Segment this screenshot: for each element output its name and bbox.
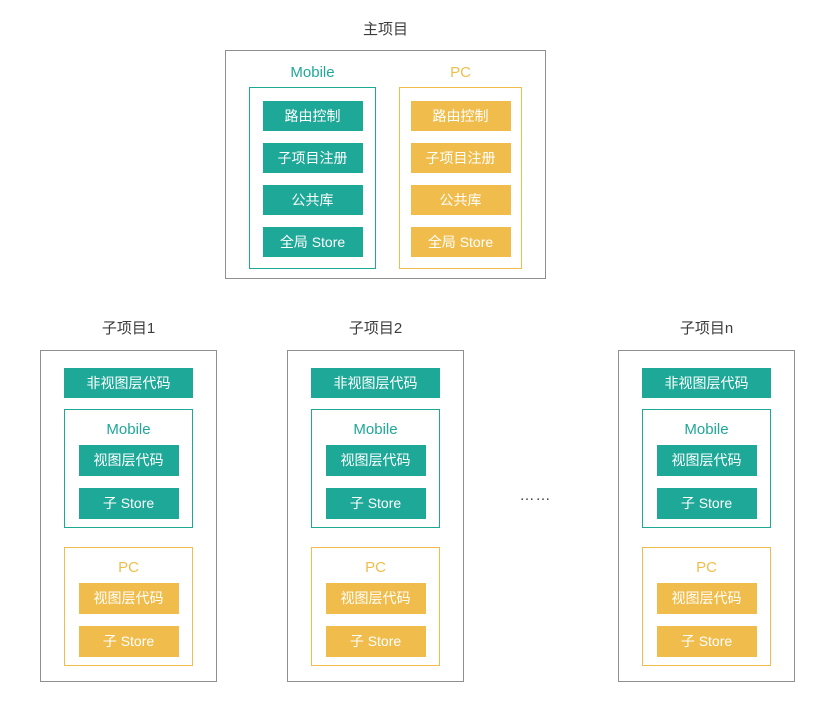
badge-common-library: 公共库	[262, 185, 363, 215]
subproject-1-box: 非视图层代码 Mobile 视图层代码 子 Store PC 视图层代码 子 S…	[40, 350, 217, 682]
main-mobile-label: Mobile	[290, 64, 335, 81]
badge-sub-store: 子 Store	[656, 488, 757, 519]
main-mobile-group-box: 路由控制 子项目注册 公共库 全局 Store	[249, 87, 376, 269]
subproject-1-pc-box: PC 视图层代码 子 Store	[64, 547, 193, 666]
badge-global-store: 全局 Store	[410, 227, 511, 257]
pc-label: PC	[365, 559, 386, 576]
mobile-label: Mobile	[684, 421, 729, 438]
pc-label: PC	[118, 559, 139, 576]
badge-non-view-code: 非视图层代码	[642, 368, 771, 398]
subproject-2-pc-box: PC 视图层代码 子 Store	[311, 547, 440, 666]
mobile-label: Mobile	[106, 421, 151, 438]
subproject-1-mobile-box: Mobile 视图层代码 子 Store	[64, 409, 193, 528]
subproject-2-mobile-box: Mobile 视图层代码 子 Store	[311, 409, 440, 528]
badge-sub-store: 子 Store	[78, 626, 179, 657]
more-subprojects-ellipsis: ……	[519, 487, 552, 504]
main-pc-group-box: 路由控制 子项目注册 公共库 全局 Store	[399, 87, 522, 269]
badge-view-code: 视图层代码	[656, 583, 757, 614]
badge-view-code: 视图层代码	[325, 445, 426, 476]
subproject-2-box: 非视图层代码 Mobile 视图层代码 子 Store PC 视图层代码 子 S…	[287, 350, 464, 682]
badge-view-code: 视图层代码	[78, 583, 179, 614]
subproject-n-pc-box: PC 视图层代码 子 Store	[642, 547, 771, 666]
badge-subproject-registry: 子项目注册	[262, 143, 363, 173]
badge-sub-store: 子 Store	[325, 488, 426, 519]
badge-view-code: 视图层代码	[325, 583, 426, 614]
badge-sub-store: 子 Store	[78, 488, 179, 519]
badge-route-control: 路由控制	[262, 101, 363, 131]
main-pc-label: PC	[450, 64, 471, 81]
subproject-1-title: 子项目1	[101, 320, 156, 337]
subproject-2-title: 子项目2	[348, 320, 403, 337]
main-project-box: Mobile 路由控制 子项目注册 公共库 全局 Store PC 路由控制 子…	[225, 50, 546, 279]
main-project-title: 主项目	[362, 21, 408, 38]
badge-non-view-code: 非视图层代码	[64, 368, 193, 398]
subproject-n-mobile-box: Mobile 视图层代码 子 Store	[642, 409, 771, 528]
badge-sub-store: 子 Store	[656, 626, 757, 657]
badge-non-view-code: 非视图层代码	[311, 368, 440, 398]
mobile-label: Mobile	[353, 421, 398, 438]
badge-sub-store: 子 Store	[325, 626, 426, 657]
badge-route-control: 路由控制	[410, 101, 511, 131]
badge-view-code: 视图层代码	[78, 445, 179, 476]
pc-label: PC	[696, 559, 717, 576]
badge-view-code: 视图层代码	[656, 445, 757, 476]
badge-common-library: 公共库	[410, 185, 511, 215]
badge-global-store: 全局 Store	[262, 227, 363, 257]
subproject-n-title: 子项目n	[679, 320, 734, 337]
badge-subproject-registry: 子项目注册	[410, 143, 511, 173]
subproject-n-box: 非视图层代码 Mobile 视图层代码 子 Store PC 视图层代码 子 S…	[618, 350, 795, 682]
